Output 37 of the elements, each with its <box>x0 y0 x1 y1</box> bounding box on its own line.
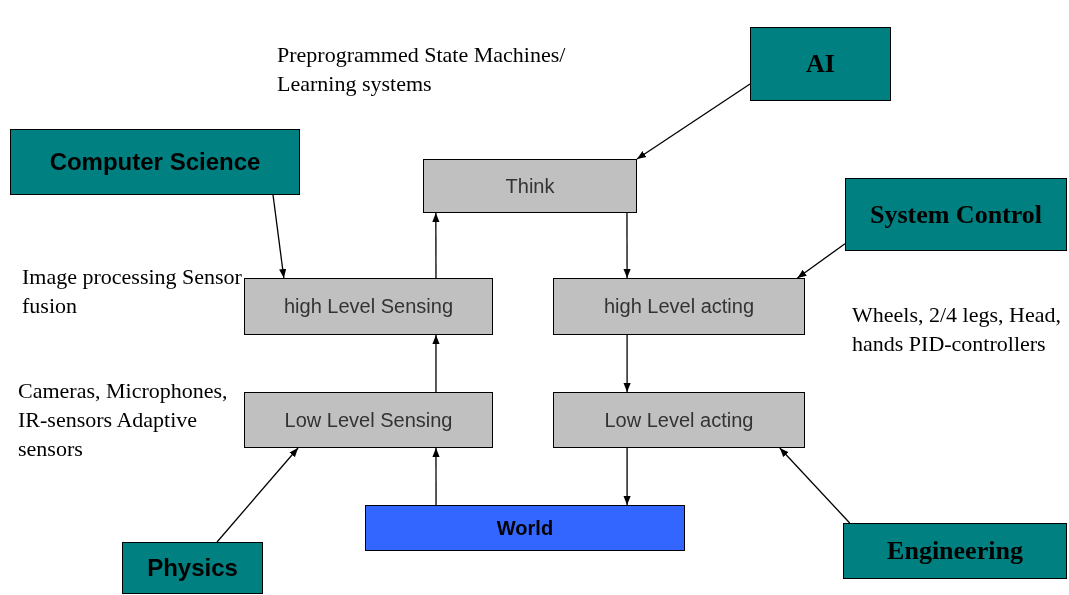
annotation-text: Wheels, 2/4 legs, Head, hands PID-controllers <box>852 301 1062 358</box>
discipline-box <box>845 178 1067 251</box>
annotation-text: Cameras, Microphones, IR-sensors Adaptive sensors <box>18 377 229 463</box>
annotation-text: Image processing Sensor fusion <box>22 263 242 320</box>
process-box <box>553 278 805 335</box>
arrow <box>216 447 299 543</box>
box-label: Computer Science <box>49 148 261 176</box>
annotation-text: Preprogrammed State Machines/ Learning systems <box>277 41 567 98</box>
arrow <box>432 334 440 393</box>
box-label: System Control <box>869 199 1043 230</box>
arrow <box>796 243 846 279</box>
discipline-box <box>10 129 300 195</box>
box-label: high Level Sensing <box>284 295 453 318</box>
arrow <box>623 212 631 279</box>
process-box <box>244 278 493 335</box>
box-label: Engineering <box>887 536 1023 566</box>
discipline-box <box>843 523 1067 579</box>
arrow <box>636 83 751 160</box>
arrow <box>272 194 287 279</box>
discipline-box <box>750 27 891 101</box>
process-box <box>423 159 637 213</box>
box-label: Low Level Sensing <box>284 408 453 432</box>
process-box <box>244 392 493 448</box>
box-label: Think <box>505 174 555 198</box>
process-box <box>553 392 805 448</box>
arrow <box>432 212 440 279</box>
box-label: Low Level acting <box>604 408 754 432</box>
box-label: Physics <box>147 554 238 582</box>
box-label: World <box>496 516 554 540</box>
box-label: high Level acting <box>603 295 755 318</box>
box-label: AI <box>806 49 835 79</box>
world-box <box>365 505 685 551</box>
arrow <box>623 447 631 506</box>
arrow <box>432 447 440 506</box>
arrow <box>623 334 631 393</box>
arrow <box>779 447 851 524</box>
discipline-box <box>122 542 263 594</box>
